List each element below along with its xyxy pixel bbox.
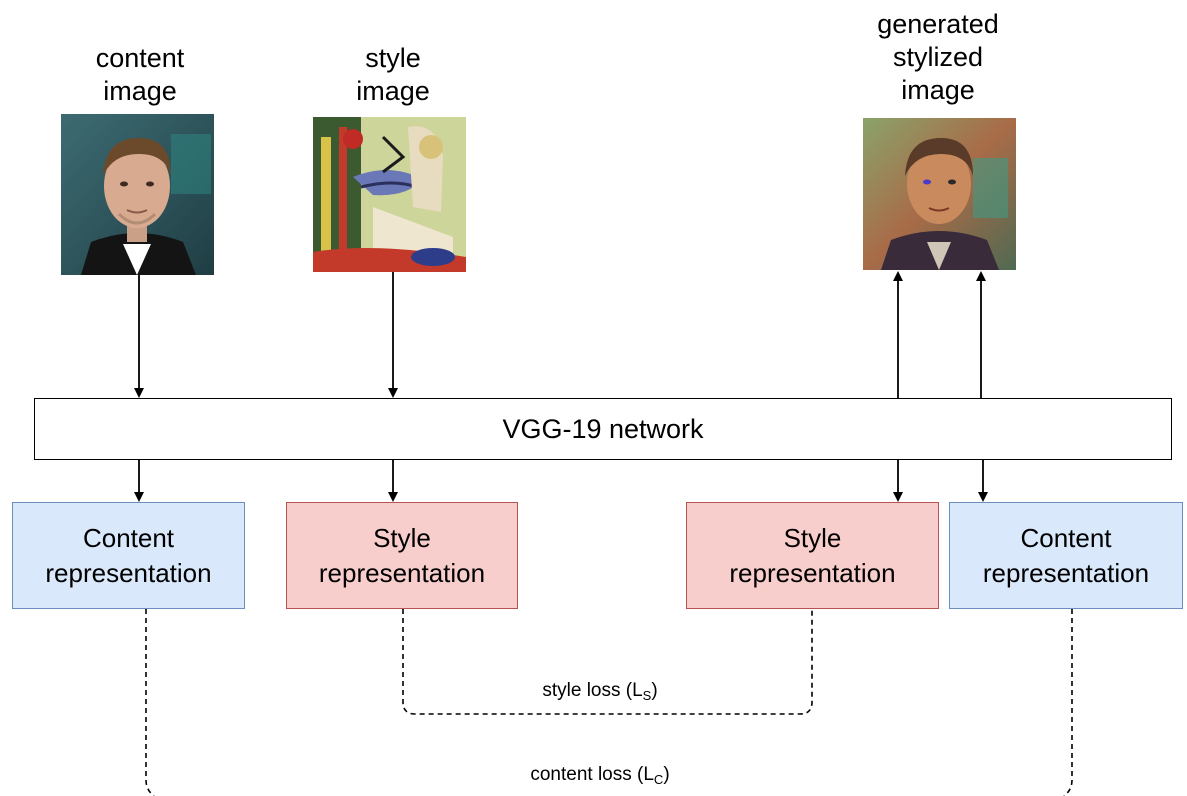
- style-image-label-line2: image: [356, 76, 430, 106]
- content-loss-text: content loss (L: [530, 764, 654, 785]
- style-loss-label: style loss (LS): [500, 680, 700, 703]
- style-loss-close: ): [651, 680, 658, 701]
- generated-image-label: generated stylized image: [848, 8, 1028, 107]
- content-loss-label: content loss (LC): [480, 764, 720, 787]
- style-image-label: style image: [313, 42, 473, 108]
- style-image-label-line1: style: [365, 43, 421, 73]
- content-representation-right: Content representation: [949, 502, 1183, 609]
- style-representation-left: Style representation: [286, 502, 518, 609]
- generated-image-label-line3: image: [901, 75, 975, 105]
- style-representation-left-line2: representation: [318, 557, 486, 588]
- generated-image: [863, 118, 1016, 270]
- style-representation-right-line1: Style: [783, 522, 842, 553]
- style-representation-right-line2: representation: [729, 557, 896, 588]
- content-loss-close: ): [663, 764, 670, 785]
- content-image: [61, 114, 214, 275]
- content-representation-right-line2: representation: [982, 557, 1150, 588]
- style-loss-text: style loss (L: [542, 680, 643, 701]
- content-representation-right-line1: Content: [1020, 522, 1112, 553]
- content-image-label-line1: content: [95, 43, 185, 73]
- content-representation-left-line1: Content: [82, 522, 175, 553]
- generated-image-label-line2: stylized: [892, 42, 984, 72]
- content-loss-connector: [145, 609, 1073, 796]
- style-representation-right: Style representation: [686, 502, 939, 609]
- style-loss-subscript: S: [642, 688, 652, 703]
- style-image: [313, 117, 466, 272]
- vgg19-network-box: VGG-19 network: [34, 398, 1172, 460]
- content-representation-left-line2: representation: [45, 557, 212, 588]
- vgg19-network-label: VGG-19 network: [502, 413, 704, 444]
- content-image-label: content image: [60, 42, 220, 108]
- content-image-label-line2: image: [103, 76, 177, 106]
- style-representation-left-line1: Style: [373, 522, 431, 553]
- content-representation-left: Content representation: [12, 502, 245, 609]
- content-loss-subscript: C: [653, 772, 664, 787]
- generated-image-label-line1: generated: [877, 9, 999, 39]
